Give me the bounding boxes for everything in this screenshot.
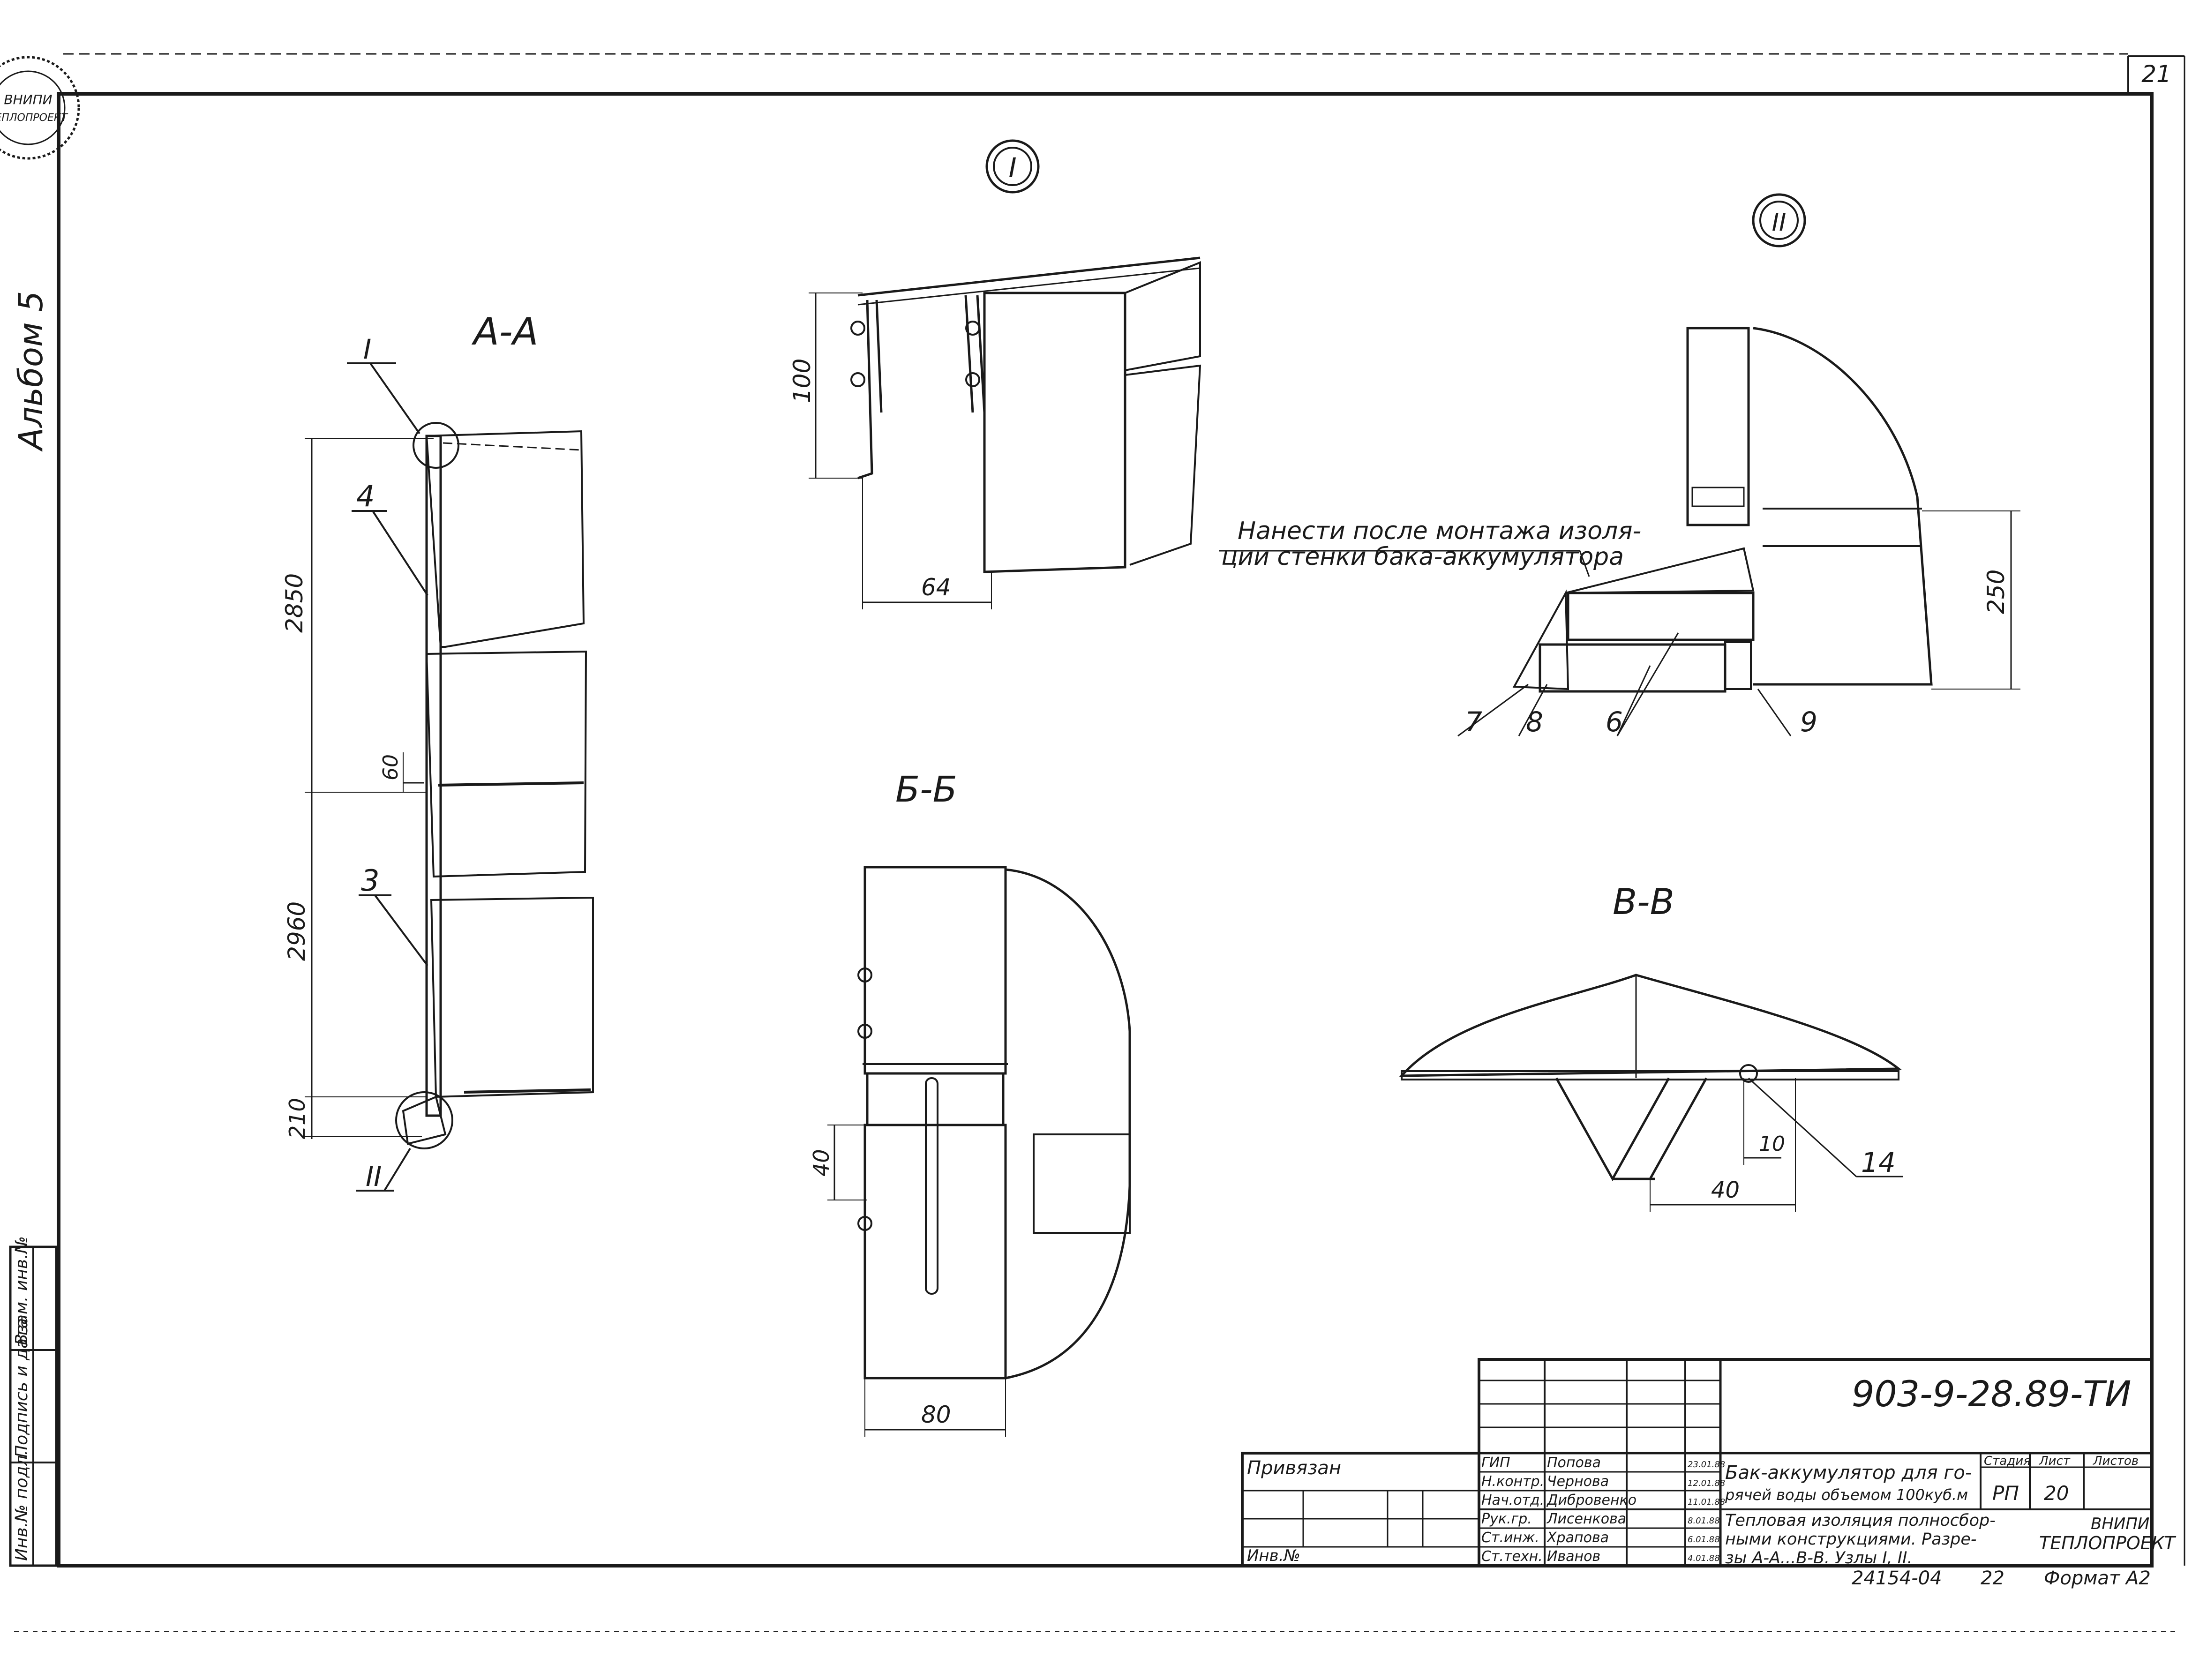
node-1-dim-100: 100 — [788, 359, 816, 403]
staff-role-2: Нач.отд. — [1481, 1492, 1544, 1508]
organization-seal: ВНИПИ ТЕПЛОПРОЕКТ — [0, 56, 80, 160]
aa-dim-2850: 2850 — [281, 573, 308, 633]
staff-role-5: Ст.техн. — [1481, 1548, 1543, 1565]
sheet-title-2: ными конструкциями. Разре- — [1725, 1530, 1977, 1549]
node-1-mark: I — [1008, 152, 1016, 184]
aa-dim-2960: 2960 — [283, 901, 310, 961]
bb-dim-80: 80 — [921, 1401, 951, 1428]
staff-role-1: Н.контр. — [1481, 1473, 1544, 1490]
staff-date-2: 11.01.88 — [1688, 1497, 1725, 1507]
aa-pos-4: 4 — [356, 479, 375, 513]
title-block: 903-9-28.89-ТИ Привязан Инв.№ ГИП Попова… — [1241, 1358, 2177, 1568]
staff-role-4: Ст.инж. — [1481, 1530, 1539, 1546]
section-vv-title: В-В — [1613, 881, 1674, 922]
staff-date-1: 12.01.88 — [1688, 1478, 1725, 1488]
vv-dim-10: 10 — [1759, 1132, 1785, 1156]
node-2-pos-8: 8 — [1526, 706, 1543, 738]
seal-line-1: ВНИПИ — [4, 92, 52, 107]
staff-date-3: 8.01.88 — [1688, 1516, 1720, 1526]
staff-name-3: Лисенкова — [1546, 1511, 1626, 1527]
staff-role-0: ГИП — [1481, 1455, 1510, 1471]
node-2-dim-250: 250 — [1982, 570, 2010, 614]
bb-dim-40: 40 — [809, 1149, 834, 1177]
side-stamp-sign: Подпись и дата — [12, 1318, 31, 1458]
node-2-mark: II — [1772, 209, 1787, 237]
vv-dim-40: 40 — [1711, 1177, 1740, 1203]
aa-pos-3: 3 — [361, 863, 379, 898]
aa-node-1-mark: I — [363, 333, 371, 365]
outer-frame — [57, 92, 2154, 1568]
staff-role-3: Рук.гр. — [1481, 1511, 1532, 1527]
staff-name-4: Храпова — [1546, 1530, 1609, 1546]
format-label: Формат А2 — [2044, 1568, 2151, 1589]
staff-date-0: 23.01.88 — [1688, 1460, 1725, 1470]
col-sheet: Лист — [2039, 1454, 2071, 1468]
node-1-dim-64: 64 — [921, 574, 951, 601]
section-aa: А-А I 4 3 II 2850 2960 210 6 — [281, 310, 594, 1192]
inv-no-label: Инв.№ — [1247, 1546, 1300, 1565]
node-2-pos-7: 7 — [1465, 706, 1482, 738]
staff-name-2: Дибровенко — [1546, 1492, 1636, 1508]
sheet-title-3: зы А-А...В-В. Узлы I, II. — [1725, 1549, 1913, 1568]
node-2-note-2: ции стенки бака-аккумулятора — [1221, 543, 1624, 571]
bottom-num: 22 — [1981, 1568, 2004, 1589]
staff-name-1: Чернова — [1547, 1473, 1609, 1490]
page-number: 21 — [2141, 60, 2171, 88]
node-2-note-1: Нанести после монтажа изоля- — [1238, 517, 1641, 545]
album-label: Альбом 5 — [12, 291, 50, 452]
node-2-pos-6: 6 — [1606, 706, 1623, 738]
side-stamp-inv: Инв.№ подл. — [12, 1450, 31, 1561]
doc-code: 903-9-28.89-ТИ — [1852, 1373, 2132, 1415]
object-title-2: рячей воды объемом 100куб.м — [1725, 1486, 1968, 1504]
bottom-code: 24154-04 — [1852, 1568, 1942, 1589]
aa-node-2-mark: II — [366, 1161, 382, 1192]
side-stamp: Инв.№ подл. Подпись и дата Взам. инв.№ — [9, 1236, 58, 1567]
stage-value: РП — [1992, 1482, 2019, 1505]
node-2-pos-9: 9 — [1800, 706, 1817, 738]
staff-name-5: Иванов — [1547, 1548, 1600, 1565]
section-bb: Б-Б 40 80 — [809, 768, 1131, 1437]
sheet-no-value: 20 — [2044, 1482, 2069, 1505]
aa-dim-210: 210 — [285, 1098, 310, 1139]
object-title-1: Бак-аккумулятор для го- — [1725, 1462, 1972, 1484]
col-sheets: Листов — [2093, 1454, 2139, 1468]
col-stage: Стадия — [1984, 1454, 2031, 1468]
staff-name-0: Попова — [1547, 1455, 1601, 1471]
section-aa-title: А-А — [471, 310, 538, 353]
aa-dim-60: 60 — [379, 754, 403, 780]
node-2-detail: II Нанести после монтажа изоля- ции стен… — [1219, 193, 2020, 738]
section-vv: В-В 10 40 14 — [1399, 881, 1903, 1212]
node-1-detail: I 100 64 — [788, 139, 1201, 609]
side-stamp-replace: Взам. инв.№ — [12, 1236, 31, 1345]
privyazan-label: Привязан — [1247, 1457, 1341, 1479]
vv-pos-14: 14 — [1861, 1147, 1896, 1178]
org-line-1: ВНИПИ — [2091, 1515, 2149, 1533]
staff-date-4: 6.01.88 — [1688, 1535, 1720, 1545]
seal-line-2: ТЕПЛОПРОЕКТ — [0, 112, 68, 124]
staff-date-5: 4.01.88 — [1688, 1553, 1720, 1563]
sheet-title-1: Тепловая изоляция полносбор- — [1725, 1511, 1996, 1530]
section-bb-title: Б-Б — [895, 768, 957, 810]
org-line-2: ТЕПЛОПРОЕКТ — [2039, 1533, 2177, 1553]
